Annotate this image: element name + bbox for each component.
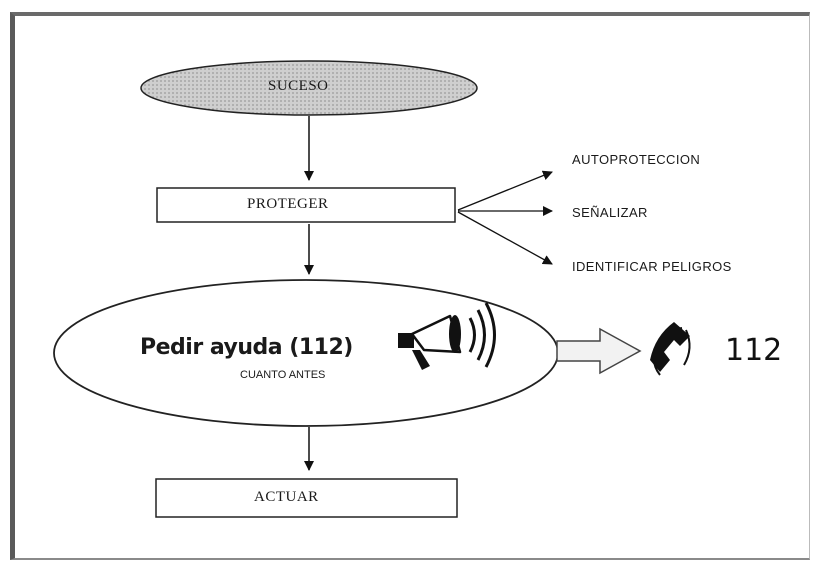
phone-number: 112 <box>725 333 783 368</box>
arrow-identificar <box>457 211 553 265</box>
pedir-ayuda-title: Pedir ayuda (112) <box>140 335 353 360</box>
actuar-label: ACTUAR <box>254 489 319 505</box>
diagram-frame <box>10 12 810 560</box>
actuar-node <box>155 478 458 518</box>
proteger-label: PROTEGER <box>247 196 329 212</box>
cuanto-antes-label: CUANTO ANTES <box>240 369 326 381</box>
branch-autoproteccion-label: AUTOPROTECCION <box>572 152 701 167</box>
phone-icon <box>650 322 691 376</box>
suceso-node <box>140 60 478 116</box>
megaphone-icon <box>398 302 496 370</box>
arrow-autoproteccion <box>457 170 553 211</box>
branch-senalizar-label: SEÑALIZAR <box>572 205 648 220</box>
proteger-node <box>156 187 456 223</box>
suceso-label: SUCESO <box>268 78 329 94</box>
block-arrow-phone <box>556 327 642 375</box>
branch-identificar-label: IDENTIFICAR PELIGROS <box>572 259 732 274</box>
